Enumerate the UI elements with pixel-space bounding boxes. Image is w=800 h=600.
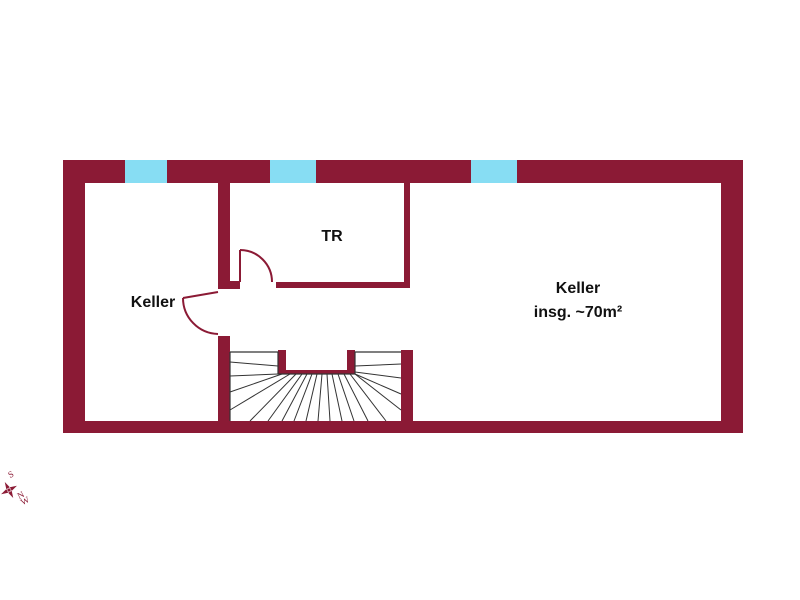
stair-tread-5 [249,373,297,422]
partition-left-lower [218,336,230,421]
windows [125,160,517,183]
tr-right-wall [404,183,410,288]
stair-tread-16 [354,373,402,411]
door-tr-swing [239,249,273,283]
compass-center [7,488,11,492]
interior-walls [218,183,413,421]
compass-point-west [1,489,9,495]
staircase [229,351,402,422]
stair-tread-11 [326,373,331,422]
compass-rose-icon: S W N [1,469,31,507]
wall-top [63,160,743,183]
partition-left-upper [218,183,230,289]
stair-tread-15 [349,373,387,422]
stair-tread-17 [354,373,402,395]
stair-core-right [347,350,355,374]
room-label-keller-main: Keller [556,280,600,297]
wall-bottom [63,421,743,433]
doors [182,249,273,335]
stair-tread-10 [317,373,323,422]
outer-walls [63,160,743,433]
tr-bottom-wall [276,282,410,288]
stair-core-left [278,350,286,374]
room-area-keller-main: insg. ~70m² [534,304,622,321]
door-keller-leaf [182,291,219,299]
compass-point-north [8,490,14,498]
wall-left [63,160,85,433]
stair-tread-19 [354,363,402,367]
stair-tread-1 [229,361,279,367]
compass-label-south: S [6,469,15,480]
door-keller-swing [182,297,219,335]
stair-tread-4 [229,373,291,411]
stair-tread-8 [293,373,313,422]
stair-right-wall [401,350,413,421]
window-3 [471,160,517,183]
stair-tread-9 [305,373,318,422]
stair-tread-13 [337,373,355,422]
stair-tread-14 [343,373,369,422]
window-2 [270,160,316,183]
wall-right [721,160,743,433]
stair-tread-12 [331,373,343,422]
stair-tread-6 [267,373,303,422]
room-label-keller-left: Keller [131,294,175,311]
compass-label-north: N [16,489,27,501]
compass-point-east [9,485,17,491]
room-label-tr: TR [321,228,343,245]
stair-core-bottom [278,370,355,374]
stair-tread-2 [229,373,279,377]
partition-left-stub [230,281,240,289]
compass-point-south [4,482,10,490]
stair-tread-18 [354,371,402,379]
stair-tread-3 [229,373,283,393]
stair-tread-7 [281,373,308,422]
window-1 [125,160,167,183]
